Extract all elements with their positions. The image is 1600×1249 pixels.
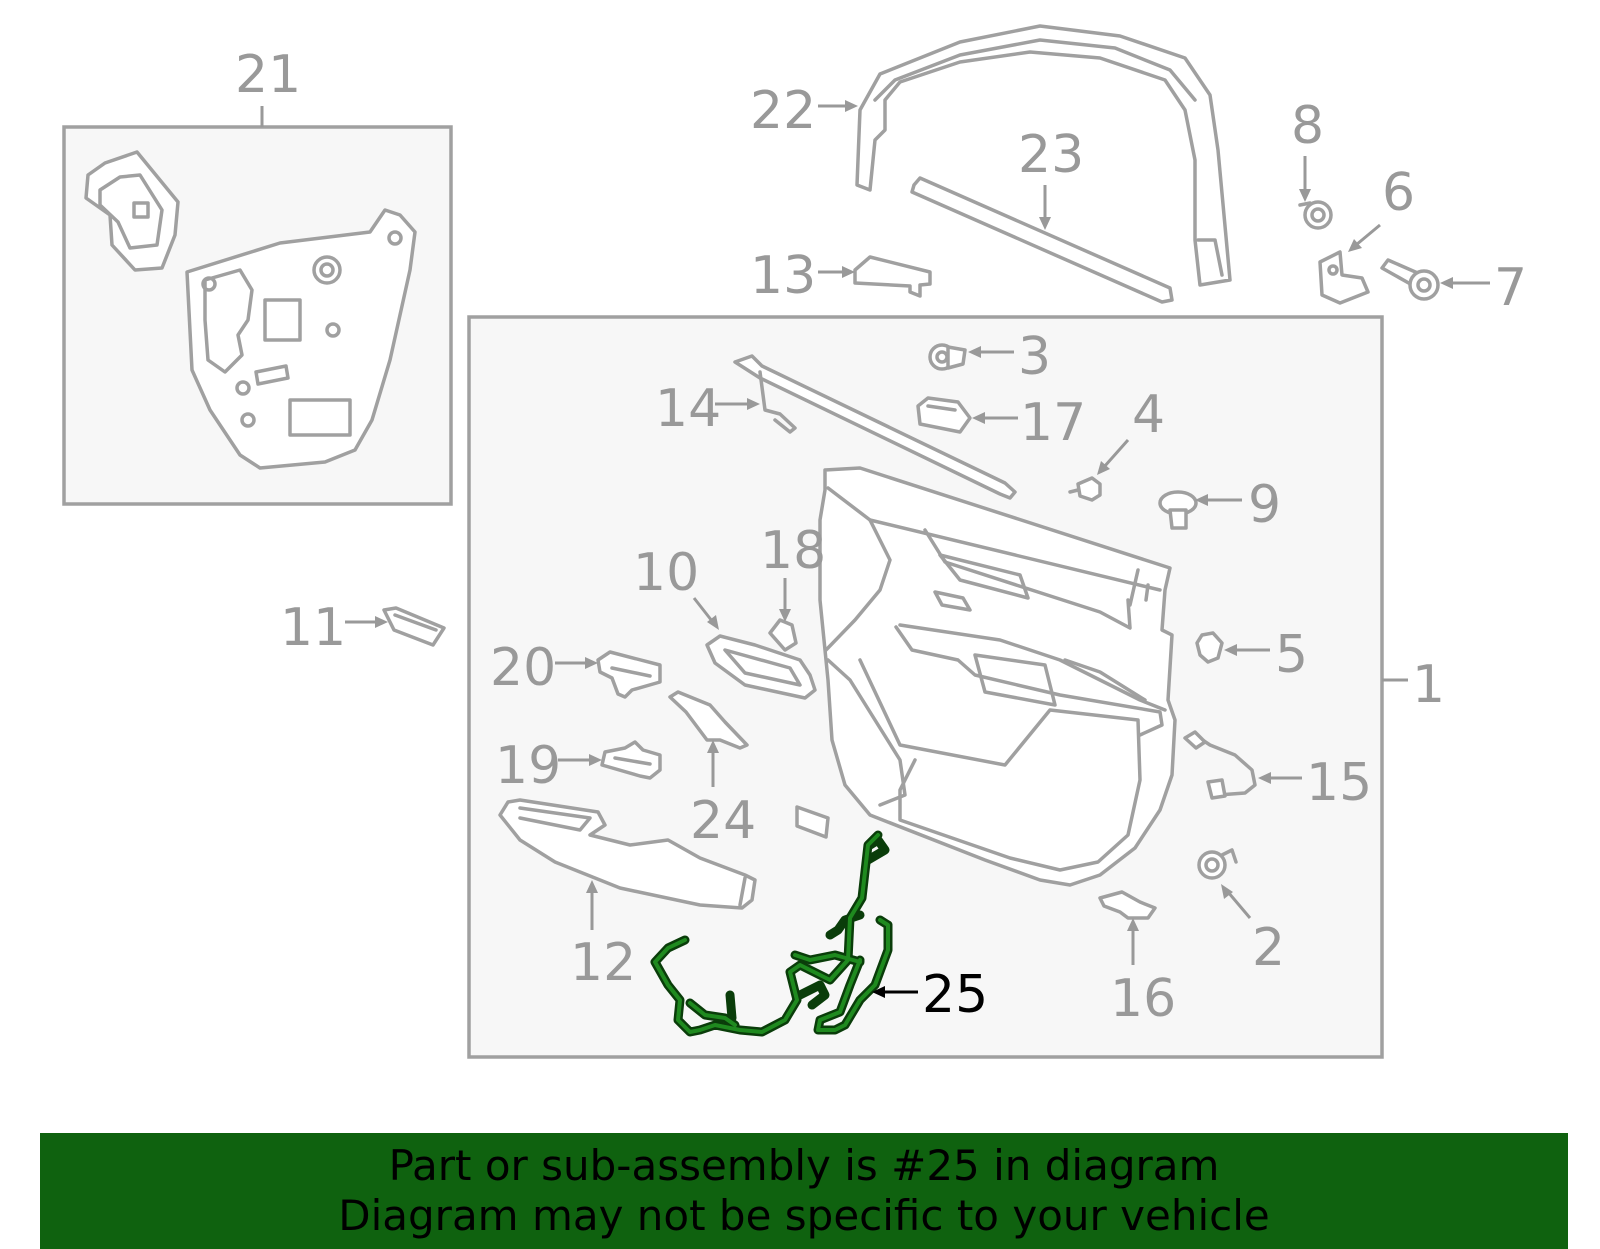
part-19[interactable] <box>600 740 662 780</box>
part-17[interactable] <box>916 396 972 434</box>
part-20[interactable] <box>596 650 662 699</box>
callout-2: 2 <box>1252 918 1285 978</box>
callout-3: 3 <box>1018 327 1051 387</box>
callout-16: 16 <box>1110 969 1176 1029</box>
callout-11: 11 <box>280 598 346 658</box>
part-4[interactable] <box>1068 476 1102 502</box>
banner-line-2: Diagram may not be specific to your vehi… <box>338 1191 1270 1240</box>
callout-7: 7 <box>1494 258 1527 318</box>
callout-25: 25 <box>922 965 988 1025</box>
part-1[interactable] <box>818 466 1177 887</box>
part-23[interactable] <box>910 176 1174 304</box>
callout-9: 9 <box>1248 475 1281 535</box>
callout-23: 23 <box>1018 125 1084 185</box>
callout-14: 14 <box>655 379 721 439</box>
part-12[interactable] <box>498 798 757 910</box>
part-25-wiring-harness[interactable] <box>650 830 893 1037</box>
callout-18: 18 <box>760 521 826 581</box>
callout-13: 13 <box>750 246 816 306</box>
callout-20: 20 <box>490 638 556 698</box>
part-6[interactable] <box>1318 250 1370 305</box>
banner-line-1: Part or sub-assembly is #25 in diagram <box>388 1141 1220 1190</box>
part-8[interactable] <box>1298 200 1333 230</box>
part-18[interactable] <box>768 618 798 652</box>
callout-21: 21 <box>235 45 301 105</box>
part-10[interactable] <box>705 634 817 700</box>
callout-8: 8 <box>1291 96 1324 156</box>
callout-6: 6 <box>1382 163 1415 223</box>
callout-5: 5 <box>1275 625 1308 685</box>
part-15[interactable] <box>1183 730 1257 800</box>
part-3[interactable] <box>928 343 967 371</box>
callout-12: 12 <box>570 933 636 993</box>
part-16[interactable] <box>1098 890 1157 920</box>
part-13[interactable] <box>853 255 932 298</box>
callout-10: 10 <box>633 543 699 603</box>
part-5[interactable] <box>1195 631 1224 664</box>
part-9[interactable] <box>1158 490 1198 530</box>
callout-17: 17 <box>1020 393 1086 453</box>
callout-1: 1 <box>1412 655 1445 715</box>
part-24[interactable] <box>668 690 749 750</box>
callout-22: 22 <box>750 81 816 141</box>
part-14[interactable] <box>733 354 1017 500</box>
callout-15: 15 <box>1306 753 1372 813</box>
part-7[interactable] <box>1380 258 1440 301</box>
callout-19: 19 <box>495 736 561 796</box>
callout-24: 24 <box>690 791 756 851</box>
part-pad[interactable] <box>795 805 830 839</box>
part-11[interactable] <box>382 606 446 647</box>
part-22[interactable] <box>855 24 1232 287</box>
part-2[interactable] <box>1197 848 1238 880</box>
info-banner: Part or sub-assembly is #25 in diagram D… <box>40 1133 1568 1249</box>
callout-4: 4 <box>1132 385 1165 445</box>
part-21[interactable] <box>84 150 417 470</box>
